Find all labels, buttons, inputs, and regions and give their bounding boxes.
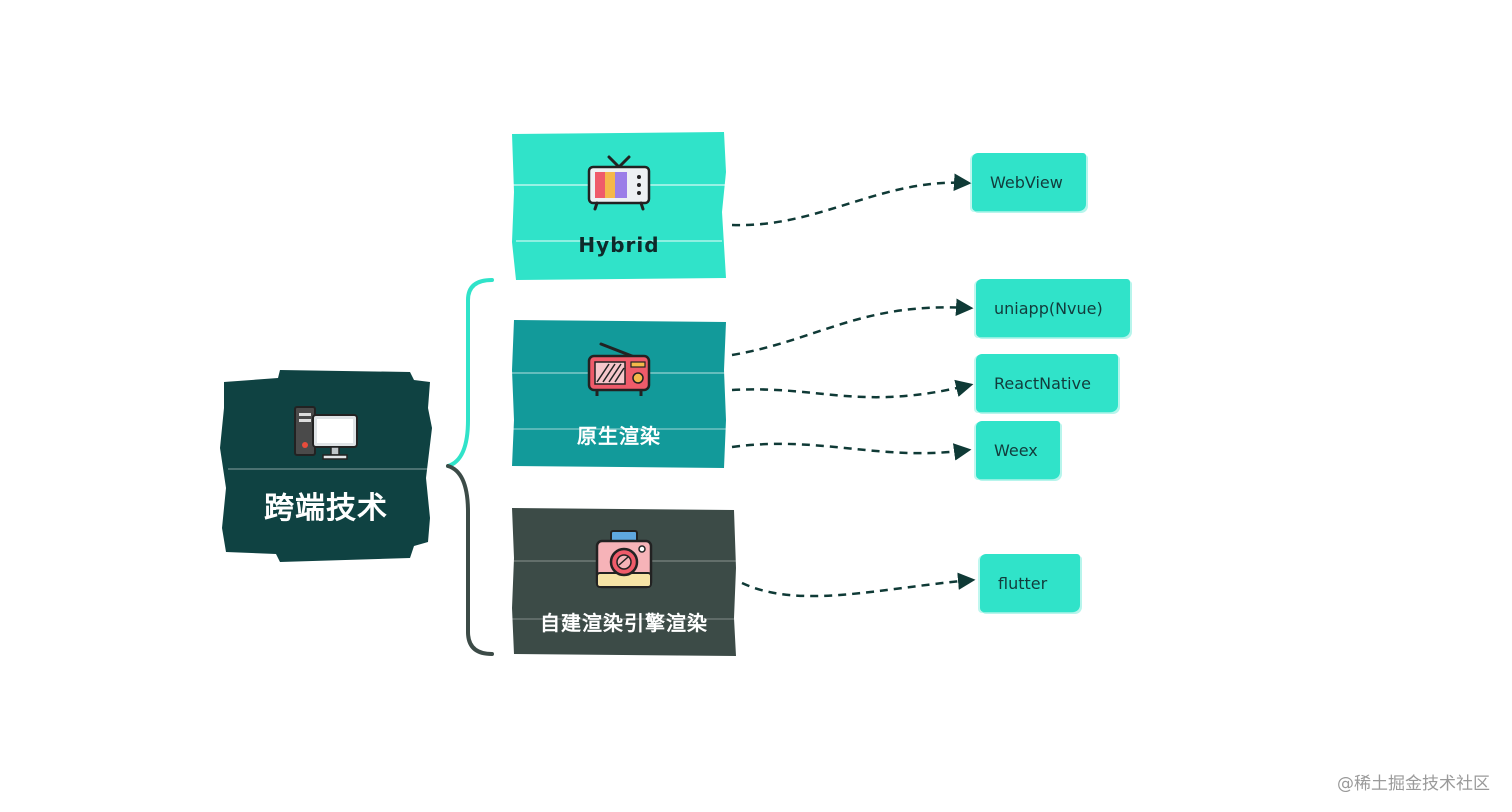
leaf-webview[interactable]: WebView bbox=[972, 153, 1086, 211]
bracket-top-line bbox=[446, 278, 494, 468]
branch-node-native[interactable]: 原生渲染 bbox=[512, 320, 726, 468]
leaf-webview-label: WebView bbox=[990, 172, 1063, 192]
bracket-bottom-line bbox=[446, 464, 494, 656]
leaf-weex-label: Weex bbox=[994, 440, 1038, 460]
branch-node-hybrid[interactable]: Hybrid bbox=[512, 132, 726, 280]
branch-node-engine[interactable]: 自建渲染引擎渲染 bbox=[512, 508, 736, 656]
arrow-native-uniapp bbox=[731, 298, 974, 357]
arrow-native-weex bbox=[731, 442, 972, 461]
leaf-uniapp[interactable]: uniapp(Nvue) bbox=[976, 279, 1130, 337]
radio-icon bbox=[587, 342, 651, 396]
leaf-reactnative[interactable]: ReactNative bbox=[976, 354, 1118, 412]
branch-engine-label: 自建渲染引擎渲染 bbox=[540, 610, 708, 635]
desktop-computer-icon bbox=[294, 406, 358, 460]
leaf-reactnative-label: ReactNative bbox=[994, 373, 1091, 393]
tv-icon bbox=[587, 155, 651, 211]
arrow-hybrid-webview bbox=[731, 173, 972, 227]
watermark: @稀土掘金技术社区 bbox=[1337, 774, 1490, 794]
leaf-flutter[interactable]: flutter bbox=[980, 554, 1080, 612]
branch-native-label: 原生渲染 bbox=[577, 423, 661, 448]
arrow-engine-flutter bbox=[741, 572, 976, 598]
root-node-background bbox=[220, 370, 432, 562]
root-node[interactable]: 跨端技术 bbox=[220, 368, 432, 564]
leaf-weex[interactable]: Weex bbox=[976, 421, 1060, 479]
arrow-native-reactnative bbox=[731, 379, 974, 399]
leaf-flutter-label: flutter bbox=[998, 573, 1048, 593]
root-node-label: 跨端技术 bbox=[264, 491, 388, 526]
leaf-uniapp-label: uniapp(Nvue) bbox=[994, 298, 1103, 318]
branch-hybrid-label: Hybrid bbox=[578, 233, 660, 257]
camera-icon bbox=[595, 529, 653, 588]
